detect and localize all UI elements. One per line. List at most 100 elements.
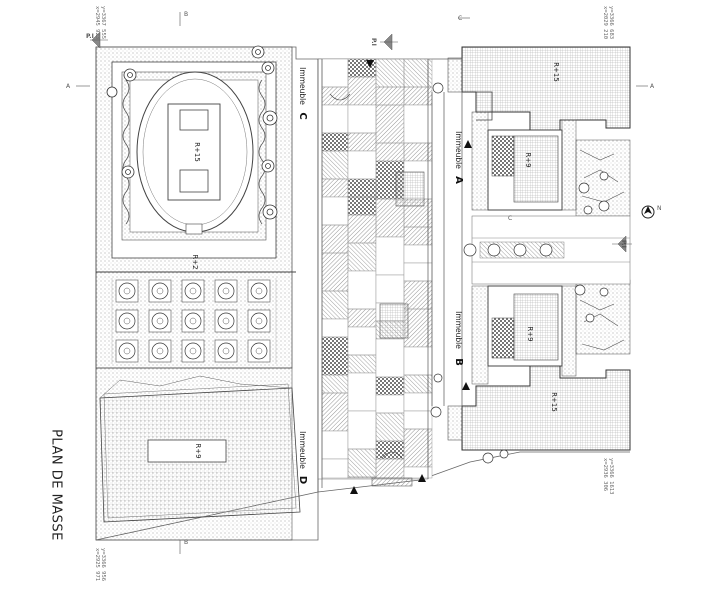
entrance-steps xyxy=(371,477,413,487)
paving-tile xyxy=(347,76,377,106)
paving-tile xyxy=(403,58,433,88)
garden-trees xyxy=(115,279,271,363)
section-mark-a-right: A xyxy=(650,83,655,90)
paving-tile xyxy=(403,104,433,144)
garden-tree-core xyxy=(255,347,263,355)
paving-tile xyxy=(347,372,377,412)
garden-tree-core xyxy=(222,287,230,295)
paving-tile xyxy=(347,410,377,450)
central-plaza-paving xyxy=(317,58,433,480)
garden-tree-core xyxy=(189,287,197,295)
north-label: N xyxy=(657,205,662,212)
paving-tile xyxy=(375,338,405,378)
garden-tree xyxy=(151,342,169,360)
paving-tile xyxy=(375,86,405,106)
paving-tile xyxy=(375,458,405,479)
garden-tree-core xyxy=(123,287,131,295)
paving-tile xyxy=(375,142,405,162)
building-a-name: Immeuble xyxy=(454,131,463,169)
paving-tile xyxy=(375,412,405,442)
building-a-low-label: R+9 xyxy=(524,152,532,167)
paving-tile xyxy=(375,236,405,276)
garden-tree-core xyxy=(156,317,164,325)
building-c-name: Immeuble xyxy=(298,67,307,105)
building-b-tower-label: R+15 xyxy=(550,392,558,412)
garden-tree xyxy=(151,312,169,330)
garden-tree xyxy=(217,312,235,330)
garden-tree-core xyxy=(189,347,197,355)
plan-title: PLAN DE MASSE xyxy=(44,429,68,541)
coord-bottom-right-x: x=2936 306 xyxy=(602,458,608,491)
pi-markers xyxy=(90,31,632,253)
paving-tile xyxy=(321,132,349,152)
building-b-letter: B xyxy=(453,358,464,366)
plan-title-text: PLAN DE MASSE xyxy=(48,429,64,541)
garden-tree xyxy=(217,342,235,360)
paving-tile xyxy=(321,290,349,320)
trees-building-c xyxy=(106,45,278,220)
paving-tile xyxy=(347,104,377,134)
section-mark-a-left: A xyxy=(66,83,71,90)
coord-top-right-x: x=2029 210 xyxy=(602,6,608,39)
paving-tile xyxy=(347,150,377,180)
pi-label-center: P.I xyxy=(370,38,377,46)
paving-tile xyxy=(403,466,433,479)
garden-tree xyxy=(250,282,268,300)
section-mark-c-mid: C xyxy=(508,215,512,222)
garden-tree-core xyxy=(156,287,164,295)
garden-tree xyxy=(118,282,136,300)
entrance-arc-bottom xyxy=(381,451,403,459)
paving-tile xyxy=(347,132,377,152)
paving-tile xyxy=(375,394,405,414)
coord-top-right-y: y=3366 683 xyxy=(608,6,614,39)
garden-tree xyxy=(151,282,169,300)
garden-tree xyxy=(184,282,202,300)
trees-right-side xyxy=(430,82,610,464)
paving-tile xyxy=(375,104,405,144)
paving-tile xyxy=(347,196,377,216)
paving-tile xyxy=(321,224,349,254)
garden-tree-core xyxy=(222,317,230,325)
section-mark-b-bottom: B xyxy=(184,539,188,546)
paving-tile xyxy=(321,196,349,226)
building-d-level-label: R+9 xyxy=(194,443,202,458)
paving-tile-grid xyxy=(395,171,425,207)
building-d-letter: D xyxy=(297,476,308,484)
building-c-garden-level-label: R+2 xyxy=(191,254,199,269)
garden-tree-core xyxy=(255,317,263,325)
entrance-markers xyxy=(350,60,472,494)
paving-tile xyxy=(347,354,377,374)
paving-tile xyxy=(347,242,377,272)
building-b-name: Immeuble xyxy=(454,311,463,349)
paving-tile xyxy=(321,178,349,198)
building-a-block xyxy=(447,46,631,217)
garden-tree xyxy=(250,312,268,330)
garden-tree-core xyxy=(156,347,164,355)
paving-tile xyxy=(375,376,405,396)
garden-tree-core xyxy=(189,317,197,325)
paving-tile xyxy=(321,374,349,394)
coord-top-left-y: y=3367 555 xyxy=(100,6,106,39)
garden-tree-core xyxy=(123,347,131,355)
paving-tile xyxy=(321,392,349,432)
garden-tree xyxy=(250,342,268,360)
paving-tile xyxy=(321,430,349,460)
plaza-edges xyxy=(317,59,463,492)
garden-tree-core xyxy=(255,287,263,295)
paving-tile-grid xyxy=(379,303,409,339)
garden-tree xyxy=(217,282,235,300)
paving-tile xyxy=(347,178,377,198)
paving-tile xyxy=(321,86,349,106)
paving-tile xyxy=(321,336,349,376)
paving-tile xyxy=(321,458,349,479)
north-arrow-icon xyxy=(641,205,655,219)
paving-tile xyxy=(375,274,405,304)
paving-tile xyxy=(347,214,377,244)
section-mark-c-top: C xyxy=(458,15,462,22)
paving-tile xyxy=(321,150,349,180)
paving-tile xyxy=(347,270,377,310)
coord-bottom-right-y: y=3366 1613 xyxy=(608,458,614,494)
paving-tile xyxy=(403,346,433,376)
paving-tile xyxy=(321,58,349,88)
